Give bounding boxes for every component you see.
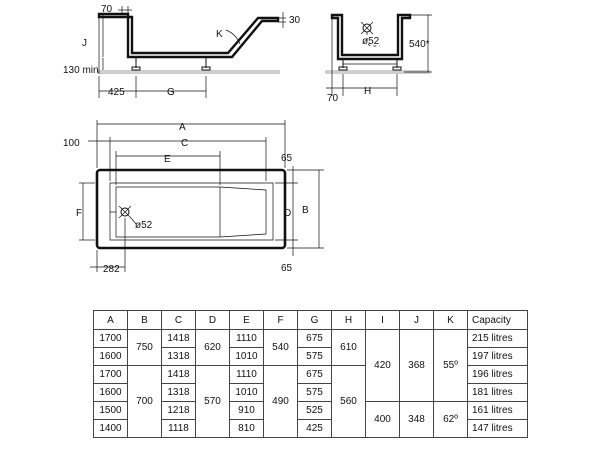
plan-inner-label: C (181, 138, 188, 149)
header-cell: J (399, 310, 434, 330)
side-rim-label: 30 (289, 15, 301, 26)
plan-inner-basin (109, 182, 274, 241)
side-clearance-label: 130 min (63, 65, 99, 76)
table-cell: 610 (331, 329, 366, 366)
table-cell: 181 litres (467, 383, 528, 402)
plan-base-label: E (164, 154, 171, 165)
table-row: 1500 1218 910 525 400 348 62º 161 litres (93, 401, 528, 438)
end-wall-label: 70 (327, 93, 339, 104)
dimensions-table: A B C D E F G H I J K Capacity 1700 750 … (93, 310, 528, 438)
table-cell: 620 (195, 329, 230, 366)
table-cell: 750 (127, 329, 162, 366)
side-legs (131, 57, 211, 71)
header-cell: Capacity (467, 310, 528, 330)
table-cell: 1110 (229, 329, 264, 348)
table-header-row: A B C D E F G H I J K Capacity (93, 310, 528, 330)
table-cell: 910 (229, 401, 264, 420)
table-cell: 1118 (161, 419, 196, 438)
header-cell: I (365, 310, 400, 330)
end-height-label: 540* (409, 39, 430, 50)
header-cell: A (93, 310, 128, 330)
plan-width-inner-label: F (76, 208, 82, 219)
table-cell: 400 (365, 401, 400, 438)
table-cell: 62º (433, 401, 468, 438)
end-drain-label: ø52 (362, 36, 380, 47)
table-row: 1400 1118 810 425 147 litres (93, 419, 528, 438)
table-cell: 161 litres (467, 401, 528, 420)
plan-width-overall-label: B (302, 205, 309, 216)
table-cell: 575 (297, 347, 332, 366)
table-cell: 1318 (161, 383, 196, 402)
side-angle-label: K (216, 29, 223, 40)
table-cell: 196 litres (467, 365, 528, 384)
plan-outer-rim (95, 168, 287, 250)
plan-rim-top-label: 65 (281, 153, 293, 164)
plan-offset-label: 100 (63, 138, 80, 149)
table-cell: 147 litres (467, 419, 528, 438)
table-cell: 1010 (229, 383, 264, 402)
side-offset-label: 425 (108, 87, 125, 98)
plan-rim-bottom-label: 65 (281, 263, 293, 274)
side-wall-label: 70 (101, 4, 113, 15)
table-cell: 525 (297, 401, 332, 420)
side-angle-arc (225, 29, 241, 45)
table-cell: 700 (127, 365, 162, 438)
plan-view: A C E 100 65 65 F D B ø52 282 (63, 120, 324, 275)
table-cell: 540 (263, 329, 298, 366)
side-tub-outline (97, 12, 280, 59)
header-cell: D (195, 310, 230, 330)
table-cell: 1418 (161, 365, 196, 384)
table-cell: 575 (297, 383, 332, 402)
table-cell: 1418 (161, 329, 196, 348)
plan-overall-label: A (179, 122, 186, 133)
end-tub-outline (330, 13, 412, 61)
plan-drain-offset-label: 282 (103, 264, 120, 275)
end-leg-span-label: H (364, 86, 371, 97)
header-cell: G (297, 310, 332, 330)
table-cell: 1700 (93, 365, 128, 384)
table-cell: 425 (297, 419, 332, 438)
bathtub-technical-drawing: 70 30 J K 130 min 425 G (63, 4, 432, 275)
header-cell: C (161, 310, 196, 330)
header-cell: B (127, 310, 162, 330)
side-height-label: J (82, 38, 87, 49)
table-cell: 197 litres (467, 347, 528, 366)
plan-width-mid-label: D (284, 208, 291, 219)
end-floor (325, 70, 430, 74)
end-elevation: ø52 540* 70 H (325, 13, 432, 104)
table-cell: 368 (399, 329, 434, 402)
table-cell: 215 litres (467, 329, 528, 348)
table-cell: 560 (331, 365, 366, 438)
table-cell: 570 (195, 365, 230, 438)
table-cell: 1700 (93, 329, 128, 348)
side-leg-span-label: G (167, 87, 175, 98)
table-cell: 55º (433, 329, 468, 402)
table-cell: 1318 (161, 347, 196, 366)
side-elevation: 70 30 J K 130 min 425 G (63, 4, 301, 98)
table-cell: 348 (399, 401, 434, 438)
table-cell: 1500 (93, 401, 128, 420)
end-drain-symbol (360, 21, 380, 47)
plan-drain-label: ø52 (135, 220, 153, 231)
table-cell: 1010 (229, 347, 264, 366)
table-row: 1700 750 1418 620 1110 540 675 610 420 3… (93, 329, 528, 402)
header-cell: F (263, 310, 298, 330)
table-row: 1600 1318 1010 575 181 litres (93, 383, 528, 402)
header-cell: H (331, 310, 366, 330)
table-cell: 1600 (93, 383, 128, 402)
table-cell: 1218 (161, 401, 196, 420)
table-cell: 810 (229, 419, 264, 438)
end-legs (338, 59, 402, 71)
header-cell: K (433, 310, 468, 330)
table-cell: 1600 (93, 347, 128, 366)
table-cell: 675 (297, 365, 332, 384)
header-cell: E (229, 310, 264, 330)
table-cell: 1110 (229, 365, 264, 384)
table-cell: 420 (365, 329, 400, 402)
table-cell: 490 (263, 365, 298, 438)
side-floor (98, 70, 280, 74)
table-cell: 675 (297, 329, 332, 348)
table-cell: 1400 (93, 419, 128, 438)
plan-drain-symbol (118, 205, 132, 219)
